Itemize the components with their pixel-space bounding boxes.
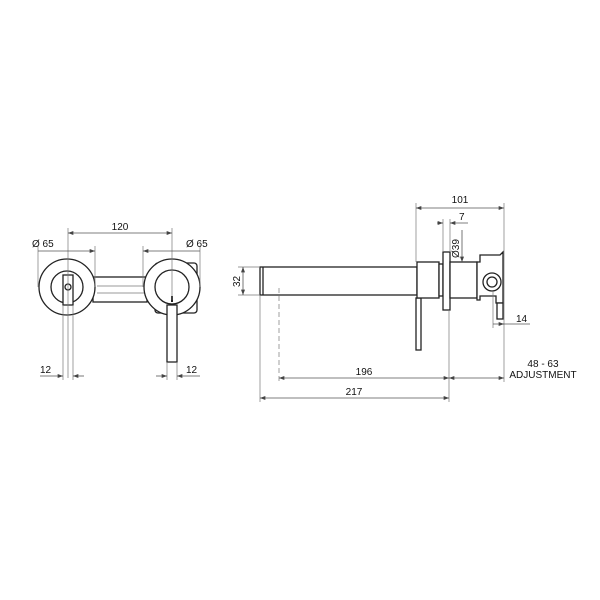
dim-depth: 101 <box>452 195 469 206</box>
connecting-body <box>92 276 148 303</box>
side-view: 101 7 Ø39 32 14 196 217 48 - 63 ADJUSTME… <box>232 195 577 402</box>
valve-cylinder <box>449 261 478 299</box>
dim-plate: 7 <box>459 212 465 223</box>
front-view: 120 Ø 65 Ø 65 12 12 <box>32 222 208 380</box>
dim-spout-height: 32 <box>232 275 243 287</box>
dim-adjust-range: 48 - 63 <box>527 359 559 370</box>
dim-adjust-label: ADJUSTMENT <box>509 370 576 381</box>
dim-dia-right: Ø 65 <box>186 239 208 250</box>
dim-dia-body: Ø39 <box>451 239 462 258</box>
side-lever <box>415 297 422 351</box>
spout-body <box>416 261 440 299</box>
dim-valve: 14 <box>516 314 528 325</box>
dim-offset-left: 12 <box>40 365 52 376</box>
dim-offset-right: 12 <box>186 365 198 376</box>
lever-handle <box>166 304 178 363</box>
dim-dia-left: Ø 65 <box>32 239 54 250</box>
dim-overall: 217 <box>346 387 363 398</box>
spout <box>259 266 418 296</box>
dim-reach: 196 <box>356 367 373 378</box>
dim-centers: 120 <box>112 222 129 233</box>
cover-plate <box>442 251 451 311</box>
